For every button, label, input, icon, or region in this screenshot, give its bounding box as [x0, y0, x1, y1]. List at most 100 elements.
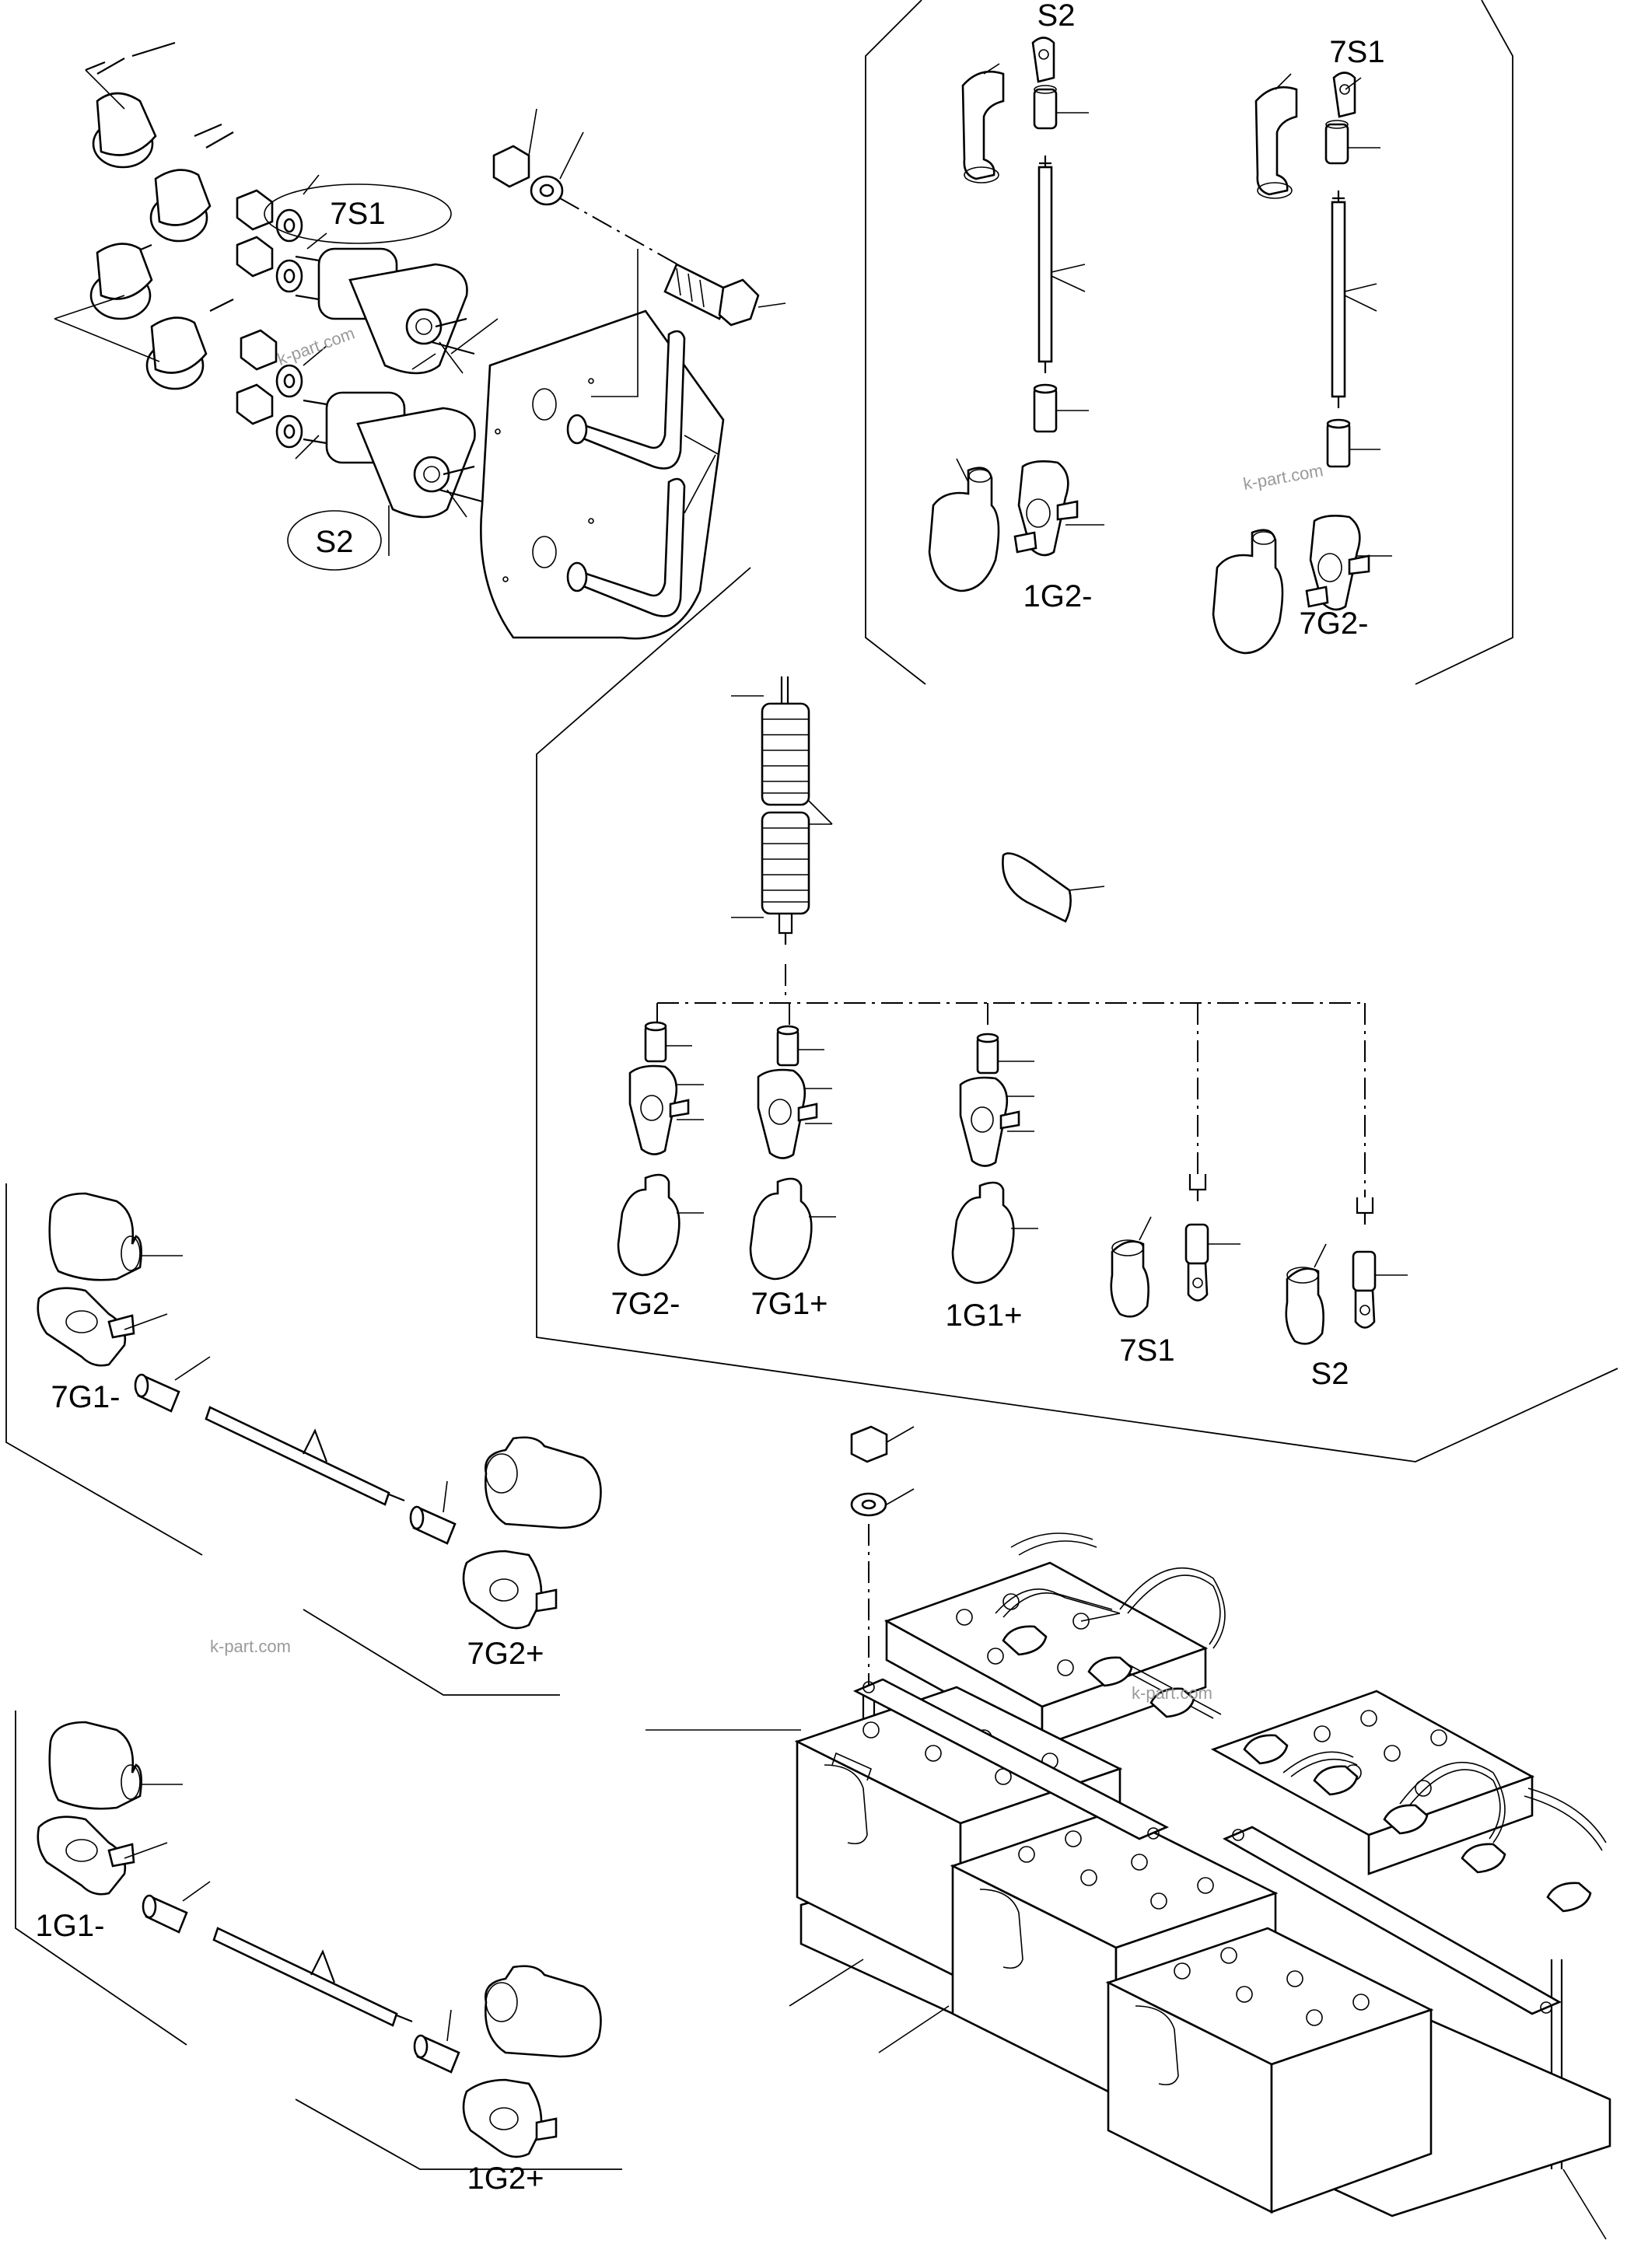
terminal-cover — [928, 467, 1000, 592]
sleeve — [413, 2034, 460, 2074]
terminal-set-7g1-plus: 7G1+ — [749, 1025, 836, 1321]
solenoid-s2 — [303, 391, 483, 556]
label-7g2-minus-top: 7G2- — [1300, 606, 1369, 641]
hold-down-bar — [1223, 1826, 1562, 2015]
terminal-boot — [89, 243, 153, 320]
terminal-boot — [145, 299, 234, 390]
label-7s1-cable: 7S1 — [1329, 35, 1384, 69]
label-s2-cable: S2 — [1037, 0, 1076, 33]
cable — [205, 1406, 405, 1506]
terminal-cover — [1212, 529, 1284, 655]
hex-nut — [240, 329, 278, 371]
label-s2-top: S2 — [316, 525, 354, 559]
battery — [1105, 1927, 1434, 2214]
washer — [275, 364, 303, 398]
label-1g1-plus: 1G1+ — [946, 1298, 1023, 1333]
sleeve — [976, 1033, 999, 1075]
label-ring-7s1 — [264, 183, 452, 244]
cable-1g1-minus-1g2-plus: 1G1- 1G2+ — [36, 1721, 602, 2196]
group-outline-center — [536, 567, 1618, 1462]
battery-clamp — [1013, 460, 1079, 557]
sleeve — [142, 1894, 188, 1934]
terminal-cover — [749, 1177, 813, 1281]
group-outline-left-mid — [5, 1183, 560, 1696]
label-7g2-plus: 7G2+ — [467, 1637, 544, 1671]
terminal-boot — [1110, 1239, 1149, 1318]
cable-coil — [761, 702, 810, 806]
label-1g1-minus: 1G1- — [36, 1909, 105, 1943]
bracket-hook — [532, 330, 686, 470]
label-7g1-plus: 7G1+ — [751, 1287, 828, 1321]
label-1g2-minus: 1G2- — [1023, 579, 1093, 613]
mounting-bracket — [480, 108, 786, 640]
terminal-set-7s1: 7S1 — [1110, 1174, 1240, 1368]
hex-nut — [236, 189, 274, 231]
terminal-set-1g1-plus: 1G1+ — [946, 1033, 1038, 1333]
sleeve — [1033, 383, 1058, 433]
battery-clamp — [462, 1550, 558, 1630]
terminal-cover — [485, 1436, 602, 1529]
label-7g2-minus: 7G2- — [611, 1287, 681, 1321]
washer — [275, 208, 303, 243]
terminal-set-s2: S2 — [1285, 1197, 1408, 1391]
cable-section — [1002, 852, 1105, 923]
sleeve — [776, 1025, 800, 1067]
cable — [1037, 156, 1053, 373]
terminal-boot — [149, 123, 234, 243]
ring-terminal — [1031, 37, 1058, 130]
hex-nut — [850, 1425, 888, 1463]
washer — [850, 1492, 887, 1517]
label-7s1-bottom: 7S1 — [1119, 1333, 1174, 1368]
terminal-boot — [961, 70, 1005, 183]
label-7g1-minus: 7G1- — [51, 1380, 121, 1414]
sleeve — [1326, 418, 1351, 468]
terminal-cover — [617, 1173, 681, 1277]
terminal-boot — [1285, 1267, 1324, 1345]
cable-coil — [761, 811, 810, 915]
bracket-hook — [532, 477, 686, 617]
cable-7g1-minus-7g2-plus: 7G1- 7G2+ k-part.com — [37, 1192, 602, 1671]
washer — [530, 175, 564, 206]
label-s2-bottom: S2 — [1311, 1357, 1349, 1391]
watermark: k-part.com — [1132, 1683, 1212, 1703]
watermark: k-part.com — [210, 1637, 291, 1656]
sleeve — [409, 1505, 457, 1545]
battery-clamp — [37, 1287, 135, 1367]
terminal-cover — [951, 1181, 1015, 1284]
watermark: k-part.com — [1242, 460, 1325, 494]
terminal-boot — [85, 41, 176, 169]
cable-roll-assembly — [656, 676, 1366, 1197]
hex-nut — [492, 145, 530, 188]
ring-terminal — [1324, 72, 1356, 165]
battery-clamp — [757, 1068, 818, 1159]
label-ring-s2 — [287, 510, 382, 571]
group-outline-left-bottom — [15, 1711, 622, 2170]
ring-terminal — [1184, 1223, 1209, 1302]
hold-down-bar — [852, 1678, 1170, 1840]
terminal-cover — [48, 1192, 142, 1281]
cable — [1331, 190, 1346, 408]
label-1g2-plus: 1G2+ — [467, 2161, 544, 2196]
ring-terminal — [1352, 1250, 1377, 1329]
terminal-boot — [1254, 86, 1298, 199]
watermark: k-part.com — [275, 323, 357, 369]
group-outline-top-right — [865, 0, 1513, 685]
terminal-cover — [48, 1721, 142, 1810]
hex-nut — [236, 236, 274, 278]
solenoid-7s1 — [295, 247, 499, 375]
battery-clamp — [628, 1064, 690, 1155]
battery-clamp — [1305, 515, 1370, 611]
cable-7s1-7g2-minus: 7G2- 7S1 k-part.com — [1212, 35, 1392, 655]
battery-clamp — [959, 1076, 1020, 1167]
cable — [212, 1927, 413, 2027]
washer — [275, 414, 303, 449]
battery-clamp — [462, 2078, 558, 2158]
label-7s1-top: 7S1 — [330, 197, 385, 231]
hex-nut — [236, 383, 274, 425]
solenoid-assembly: 7S1 S2 — [54, 41, 499, 571]
terminal-set-7g2-minus: 7G2- — [611, 1021, 704, 1321]
cable-s2-1g2-minus: 1G2- S2 — [928, 0, 1104, 613]
battery-cables — [995, 1532, 1607, 1913]
battery-bank: k-part.com k-part.com — [275, 323, 1611, 2240]
